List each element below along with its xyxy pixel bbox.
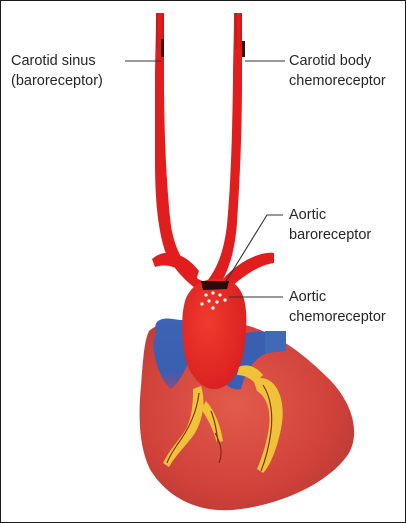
left-subclavian-artery (152, 253, 199, 283)
carotid-sinus-label-line1: Carotid sinus (11, 53, 96, 69)
carotid-body-dark (242, 41, 245, 57)
aortic-baroreceptor-label-line2: baroreceptor (289, 227, 371, 243)
pulmonary-artery-top (265, 331, 286, 353)
aortic-chemoreceptor-label-line1: Aortic (289, 289, 326, 305)
carotid-body-label-line2: chemoreceptor (289, 73, 386, 89)
aortic-chemoreceptor-label-line2: chemoreceptor (289, 309, 386, 325)
right-carotid-artery (207, 13, 242, 291)
aortic-baroreceptor-label-line1: Aortic (289, 207, 326, 223)
carotid-body-label-line1: Carotid body (289, 53, 372, 69)
carotid-sinus-label-line2: (baroreceptor) (11, 73, 103, 89)
carotid-sinus-dark (161, 39, 164, 57)
